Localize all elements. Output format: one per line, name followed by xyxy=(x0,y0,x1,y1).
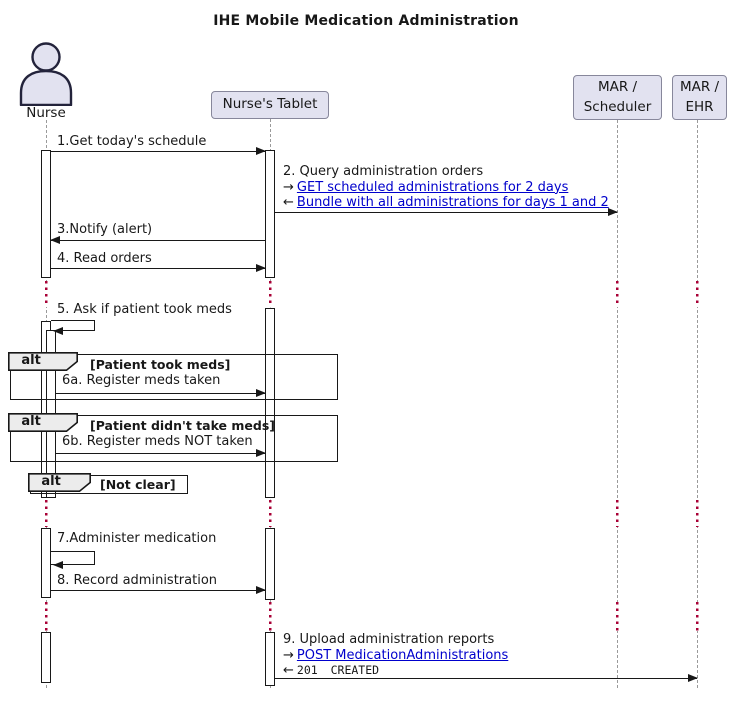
right-arrow-icon: → xyxy=(283,179,294,195)
activation-bar-nurse-1 xyxy=(41,150,51,278)
alt-operator-label: alt xyxy=(21,352,41,368)
left-arrow-icon: ← xyxy=(283,195,294,210)
alt-guard-1: [Patient took meds] xyxy=(90,357,231,372)
message-4-arrow xyxy=(51,264,266,273)
message-5-label: 5. Ask if patient took meds xyxy=(57,302,232,317)
lifeline-scheduler xyxy=(617,120,618,688)
message-6b-arrow xyxy=(56,449,266,458)
link-get-scheduled-administrations[interactable]: GET scheduled administrations for 2 days xyxy=(296,179,569,195)
lifeline-delay-segment xyxy=(614,602,620,631)
activation-bar-tablet-2 xyxy=(265,308,275,498)
message-6b-label: 6b. Register meds NOT taken xyxy=(62,434,253,449)
lifeline-delay-segment xyxy=(694,281,700,307)
participant-scheduler-label-line2: Scheduler xyxy=(583,98,652,115)
lifeline-delay-segment xyxy=(694,602,700,631)
alt-operator-label: alt xyxy=(41,473,61,489)
participant-ehr: MAR / EHR xyxy=(672,75,727,120)
participant-tablet-label: Nurse's Tablet xyxy=(222,96,318,113)
message-1-label: 1.Get today's schedule xyxy=(57,134,207,149)
right-arrow-icon: → xyxy=(283,647,294,663)
status-201-created: 201 CREATED xyxy=(296,663,380,677)
link-bundle-administrations[interactable]: Bundle with all administrations for days… xyxy=(296,195,609,210)
lifeline-delay-segment xyxy=(43,500,49,527)
left-arrow-icon: ← xyxy=(283,663,294,678)
participant-scheduler: MAR / Scheduler xyxy=(573,75,662,120)
participant-ehr-label-line1: MAR / xyxy=(679,78,720,95)
message-6a-label: 6a. Register meds taken xyxy=(62,373,221,388)
activation-bar-tablet-1 xyxy=(265,150,275,278)
message-7-self-arrow xyxy=(51,551,95,570)
participant-scheduler-label-line1: MAR / xyxy=(597,78,638,95)
alt-frame-2-header: alt xyxy=(8,413,79,433)
lifeline-delay-segment xyxy=(267,602,273,631)
message-3-label: 3.Notify (alert) xyxy=(57,222,153,237)
message-9-request-line: →POST MedicationAdministrations xyxy=(283,648,508,664)
participant-ehr-label-line2: EHR xyxy=(685,98,714,115)
actor-nurse-label: Nurse xyxy=(26,105,66,121)
diagram-title: IHE Mobile Medication Administration xyxy=(213,13,519,29)
frame-pentagon-icon xyxy=(28,473,92,493)
frame-pentagon-icon xyxy=(8,413,79,433)
message-6a-arrow xyxy=(56,389,266,398)
lifeline-ehr xyxy=(697,120,698,688)
message-5-self-arrow xyxy=(51,320,95,336)
activation-bar-nurse-4 xyxy=(41,632,51,683)
lifeline-delay-segment xyxy=(43,281,49,307)
actor-nurse xyxy=(18,42,74,110)
message-9-arrow xyxy=(275,674,698,683)
lifeline-delay-segment xyxy=(694,500,700,527)
message-8-arrow xyxy=(51,586,266,595)
lifeline-delay-segment xyxy=(614,500,620,527)
lifeline-delay-segment xyxy=(267,281,273,307)
message-7-label: 7.Administer medication xyxy=(57,531,217,546)
alt-frame-patient-took-meds xyxy=(10,354,338,400)
message-2-response-line: ←Bundle with all administrations for day… xyxy=(283,195,609,211)
message-9-label: 9. Upload administration reports →POST M… xyxy=(283,632,508,679)
alt-frame-3-header: alt xyxy=(28,473,92,493)
message-2-request-line: →GET scheduled administrations for 2 day… xyxy=(283,180,609,196)
frame-pentagon-icon xyxy=(8,352,79,372)
message-3-arrow xyxy=(50,236,265,245)
alt-frame-1-header: alt xyxy=(8,352,79,372)
lifeline-delay-segment xyxy=(267,500,273,527)
participant-tablet: Nurse's Tablet xyxy=(211,91,329,119)
message-9-status-line: ←201 CREATED xyxy=(283,663,508,679)
alt-operator-label: alt xyxy=(21,413,41,429)
alt-guard-3: [Not clear] xyxy=(100,477,176,492)
lifeline-delay-segment xyxy=(43,602,49,631)
alt-guard-2: [Patient didn't take meds] xyxy=(90,418,275,433)
lifeline-delay-segment xyxy=(614,281,620,307)
message-2-label: 2. Query administration orders →GET sche… xyxy=(283,164,609,211)
activation-bar-nurse-3 xyxy=(41,528,51,598)
message-1-arrow xyxy=(51,147,266,156)
alt-frame-patient-didnt-take-meds xyxy=(10,415,338,462)
activation-bar-tablet-3 xyxy=(265,528,275,600)
person-icon xyxy=(19,42,73,107)
message-2-text: 2. Query administration orders xyxy=(283,164,484,179)
activation-bar-tablet-4 xyxy=(265,632,275,686)
message-9-text: 9. Upload administration reports xyxy=(283,632,495,647)
message-2-arrow xyxy=(275,208,618,217)
message-4-label: 4. Read orders xyxy=(57,251,152,266)
link-post-medication-administrations[interactable]: POST MedicationAdministrations xyxy=(296,647,509,663)
message-8-label: 8. Record administration xyxy=(57,573,218,588)
